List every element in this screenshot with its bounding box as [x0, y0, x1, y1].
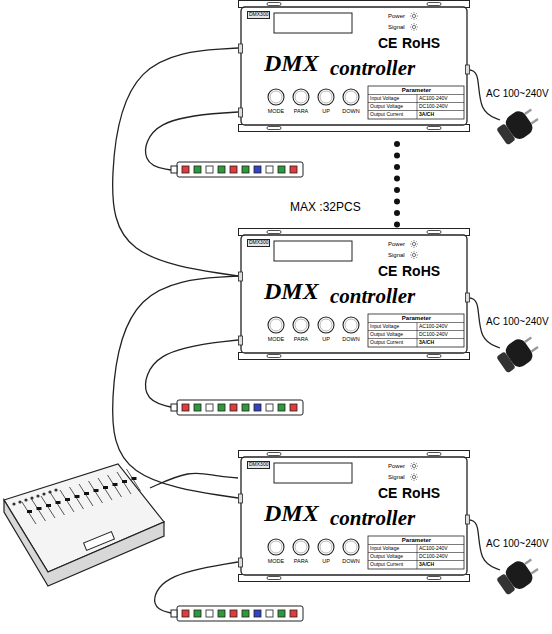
button-label: PARA — [289, 108, 313, 114]
table-cell: 3A/CH — [419, 340, 434, 346]
model-tag: DMX300 — [247, 461, 270, 469]
table-cell: AC100-240V — [419, 546, 448, 552]
indicator-label: Signal — [388, 252, 405, 259]
button-label: DOWN — [339, 336, 363, 342]
mark-text: CE — [378, 264, 397, 279]
brand-text: controller — [330, 285, 415, 308]
table-cell: Input Voltage — [370, 96, 399, 102]
continuation-dot — [394, 199, 400, 205]
table-cell: DC100-240V — [419, 554, 448, 560]
brand-text: DMX — [264, 278, 319, 304]
table-cell: Output Current — [370, 562, 403, 568]
model-tag: DMX300 — [247, 239, 270, 247]
table-cell: Output Current — [370, 112, 403, 118]
button-label: PARA — [289, 558, 313, 564]
table-header: Parameter — [369, 537, 464, 544]
strip-cable — [155, 562, 238, 613]
button-label: DOWN — [339, 108, 363, 114]
brand-text: DMX — [264, 50, 319, 76]
led-strip — [171, 162, 303, 177]
model-tag: DMX300 — [247, 11, 270, 19]
button-label: UP — [314, 108, 338, 114]
voltage-label: AC 100~240V — [486, 316, 549, 327]
table-cell: AC100-240V — [419, 324, 448, 330]
table-cell: Output Current — [370, 340, 403, 346]
dmx-controller: DMX300 PowerSignalCE RoHS DMX controllerMODE… — [238, 450, 470, 582]
button-label: MODE — [264, 336, 288, 342]
led-strip — [171, 606, 303, 621]
indicator-label: Power — [388, 13, 405, 20]
table-header: Parameter — [369, 87, 464, 94]
power-plug — [494, 104, 542, 148]
table-cell: Output Voltage — [370, 104, 403, 110]
power-plug — [494, 554, 542, 598]
brand-text: controller — [330, 57, 415, 80]
continuation-dot — [394, 164, 400, 170]
power-plug — [494, 332, 542, 376]
indicator-label: Power — [388, 241, 405, 248]
button-label: PARA — [289, 336, 313, 342]
continuation-dot — [394, 141, 400, 147]
indicator-label: Signal — [388, 474, 405, 481]
table-cell: DC100-240V — [419, 332, 448, 338]
mark-text: RoHS — [402, 36, 440, 51]
continuation-dot — [394, 187, 400, 193]
voltage-label: AC 100~240V — [486, 88, 549, 99]
button-label: UP — [314, 336, 338, 342]
indicator-label: Power — [388, 463, 405, 470]
table-cell: DC100-240V — [419, 104, 448, 110]
continuation-dot — [394, 222, 400, 228]
button-label: MODE — [264, 108, 288, 114]
table-cell: Input Voltage — [370, 546, 399, 552]
table-cell: 3A/CH — [419, 562, 434, 568]
table-cell: Input Voltage — [370, 324, 399, 330]
data-cable — [113, 276, 238, 498]
dmx-controller: DMX300 PowerSignalCE RoHS DMX controllerMODE… — [238, 228, 470, 360]
indicator-label: Signal — [388, 24, 405, 31]
strip-cable — [146, 112, 238, 170]
continuation-dot — [394, 210, 400, 216]
continuation-dot — [394, 176, 400, 182]
mark-text: CE — [378, 486, 397, 501]
dmx-controller: DMX300 PowerSignalCE RoHS DMX controllerMODE… — [238, 0, 470, 132]
button-label: DOWN — [339, 558, 363, 564]
continuation-dot — [394, 153, 400, 159]
count-note: MAX :32PCS — [290, 201, 361, 214]
table-cell: 3A/CH — [419, 112, 434, 118]
dmx-console — [4, 464, 164, 586]
brand-text: DMX — [264, 500, 319, 526]
data-cable — [113, 48, 238, 276]
table-cell: Output Voltage — [370, 554, 403, 560]
strip-cable — [146, 340, 238, 407]
led-strip — [171, 400, 303, 415]
button-label: MODE — [264, 558, 288, 564]
brand-text: controller — [330, 507, 415, 530]
table-cell: AC100-240V — [419, 96, 448, 102]
mark-text: CE — [378, 36, 397, 51]
table-cell: Output Voltage — [370, 332, 403, 338]
table-header: Parameter — [369, 315, 464, 322]
mark-text: RoHS — [402, 486, 440, 501]
button-label: UP — [314, 558, 338, 564]
voltage-label: AC 100~240V — [486, 538, 549, 549]
console-cable — [150, 473, 238, 488]
mark-text: RoHS — [402, 264, 440, 279]
